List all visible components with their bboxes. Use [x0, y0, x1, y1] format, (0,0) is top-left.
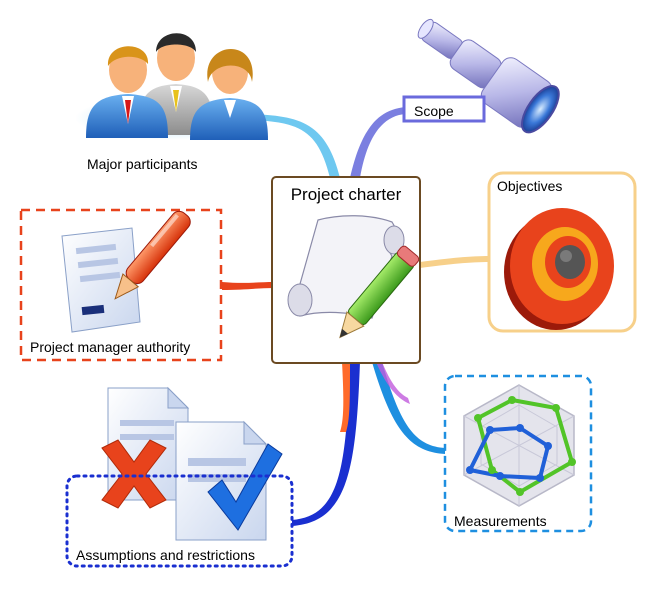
label-objectives: Objectives: [497, 178, 562, 194]
central-topic-label: Project charter: [291, 185, 402, 204]
red-cross-icon: [101, 439, 167, 509]
label-assumptions: Assumptions and restrictions: [76, 547, 255, 563]
connector-scope: [350, 107, 405, 178]
scope-frame: [402, 95, 486, 123]
blue-checkmark-icon: [207, 443, 283, 531]
radar-chart-icon: [463, 384, 576, 507]
assumptions-frame: [65, 474, 294, 568]
connector-assumptions: [292, 362, 360, 526]
label-major-participants: Major participants: [87, 156, 198, 172]
document-signing-icon: [61, 210, 191, 333]
scroll-with-pencil-icon: [287, 215, 420, 339]
connector-measurements: [372, 362, 445, 454]
telescope-icon: [417, 18, 560, 134]
connector-pm-authority: [222, 282, 274, 290]
people-group-icon: [75, 33, 268, 140]
label-scope: Scope: [414, 103, 454, 119]
label-measurements: Measurements: [454, 513, 547, 529]
label-pm-authority: Project manager authority: [30, 339, 190, 355]
connector-objectives: [420, 256, 490, 268]
target-icon: [504, 208, 614, 330]
